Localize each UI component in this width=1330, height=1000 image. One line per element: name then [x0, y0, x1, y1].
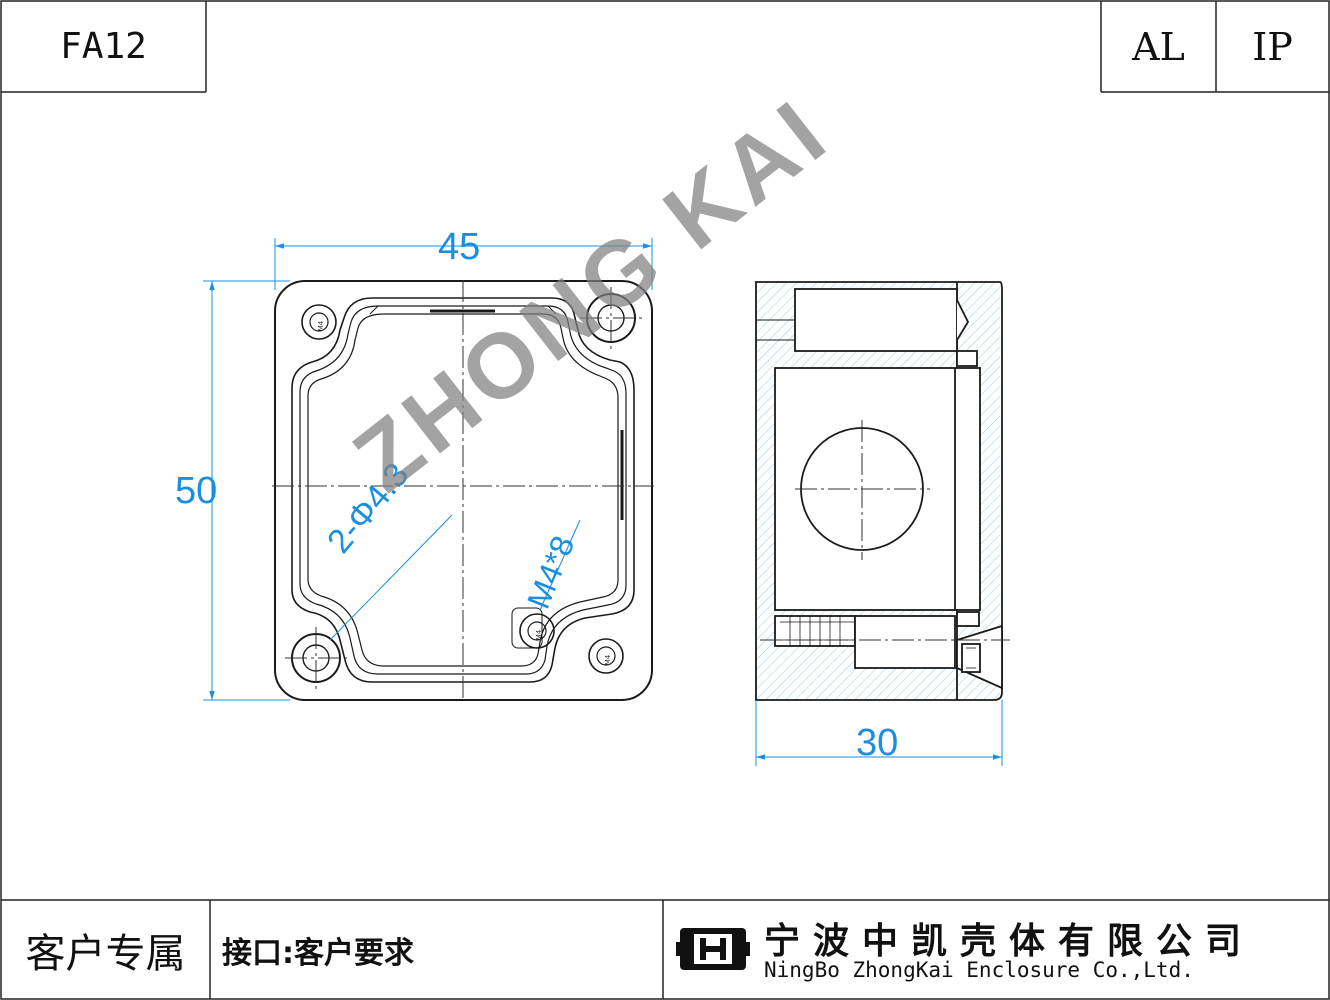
- depth-dimension-label: 30: [856, 722, 899, 764]
- svg-text:M4: M4: [317, 320, 325, 331]
- interface-note: 接口:客户要求: [222, 935, 414, 971]
- model-code: FA12: [60, 26, 147, 67]
- svg-text:M4: M4: [604, 654, 612, 665]
- callout-leaders: [329, 514, 581, 641]
- company-logo: [676, 928, 750, 970]
- thread-hole-inner: [519, 613, 555, 649]
- side-view: [755, 281, 1010, 701]
- company-name-cn: 宁波中凯壳体有限公司: [764, 921, 1255, 962]
- width-dimension-label: 45: [438, 226, 481, 268]
- dimension-50: [203, 280, 290, 701]
- front-view: [272, 280, 654, 702]
- lid-recess-outer: [291, 297, 635, 683]
- company-name-en: NingBo ZhongKai Enclosure Co.,Ltd.: [764, 958, 1194, 982]
- thread-hole-top-left: [301, 304, 337, 340]
- lid-recess-mid: [299, 305, 627, 675]
- rating-cell: IP: [1252, 24, 1293, 69]
- dimension-30: [755, 700, 1003, 766]
- customer-exclusive-label: 客户专属: [25, 930, 186, 977]
- height-dimension-label: 50: [175, 470, 218, 512]
- thread-hole-bottom-right: [588, 638, 624, 674]
- material-cell: AL: [1132, 24, 1185, 69]
- svg-text:M4: M4: [535, 629, 543, 640]
- thread-labels: M4 M4 M4: [317, 320, 612, 665]
- lid-recess-inner: [307, 313, 619, 667]
